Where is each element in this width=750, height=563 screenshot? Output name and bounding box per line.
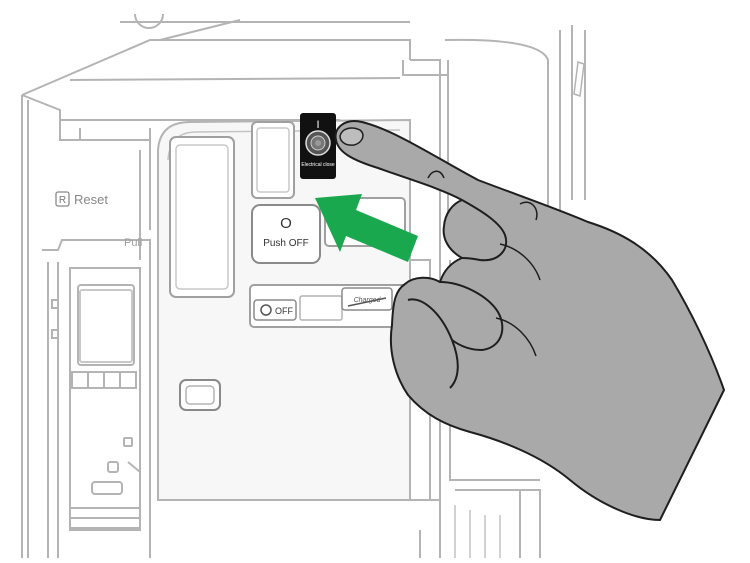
- off-lock-strip: OFF Charged: [249, 284, 411, 328]
- reset-indicator: R Reset: [55, 191, 108, 207]
- device-body: [21, 13, 411, 558]
- control-unit: [42, 239, 151, 558]
- status-window: [251, 121, 295, 199]
- panel-slot: [179, 379, 221, 411]
- push-off-symbol: O: [280, 215, 292, 232]
- pointing-hand-icon: [334, 120, 725, 521]
- left-window: [169, 136, 235, 298]
- push-off-label: Push OFF: [263, 238, 309, 249]
- charged-label: Charged: [354, 297, 382, 304]
- green-arrow-icon: [315, 194, 418, 262]
- close-symbol: I: [316, 119, 319, 131]
- reset-label: Reset: [74, 192, 108, 207]
- reset-letter: R: [59, 195, 66, 206]
- electrical-close-button[interactable]: I Electrical close: [300, 113, 336, 179]
- push-off-button[interactable]: O Push OFF: [251, 204, 321, 264]
- electrical-close-label: Electrical close: [301, 162, 335, 168]
- off-label: OFF: [275, 306, 293, 316]
- pull-label: Pull: [124, 237, 142, 249]
